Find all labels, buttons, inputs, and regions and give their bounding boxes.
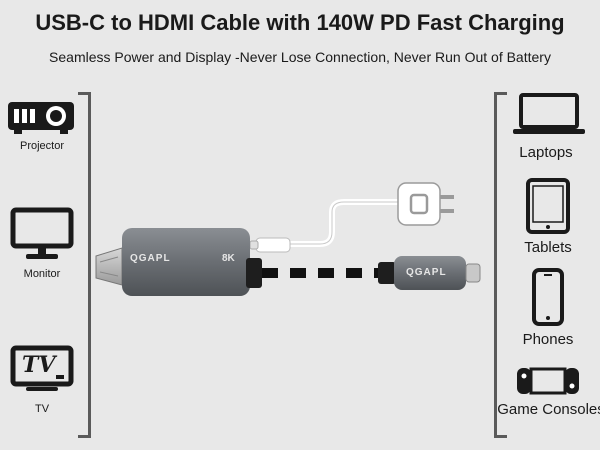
usb-c-brand-text: QGAPL (406, 267, 447, 278)
page-title: USB-C to HDMI Cable with 140W PD Fast Ch… (35, 10, 565, 35)
tablet-icon (526, 178, 570, 234)
page-subtitle: Seamless Power and Display -Never Lose C… (49, 49, 551, 65)
charging-cable (288, 199, 400, 247)
monitor-icon (10, 207, 74, 259)
device-label-projector: Projector (19, 140, 65, 152)
projector-icon (8, 102, 74, 134)
device-label-phones: Phones (522, 331, 574, 348)
usb-c-power-plug (249, 237, 291, 253)
left-bracket (78, 92, 91, 438)
adapter-body (122, 228, 262, 296)
device-label-game-consoles: Game Consoles (497, 401, 600, 418)
device-label-tv: TV (34, 403, 50, 415)
charger-icon (397, 182, 454, 226)
adapter-resolution-text: 8K (222, 253, 235, 264)
tv-icon-text: TV (22, 352, 56, 378)
phone-icon (532, 268, 564, 326)
device-label-monitor: Monitor (23, 268, 61, 280)
right-bracket (494, 92, 507, 438)
hdmi-plug (95, 247, 123, 286)
device-label-tablets: Tablets (524, 239, 572, 256)
adapter-brand-text: QGAPL (130, 253, 171, 264)
laptop-icon (513, 93, 585, 134)
game-console-icon (517, 367, 579, 395)
usb-c-connector (378, 256, 481, 290)
device-label-laptops: Laptops (519, 144, 573, 161)
tv-icon: TV (10, 345, 74, 393)
